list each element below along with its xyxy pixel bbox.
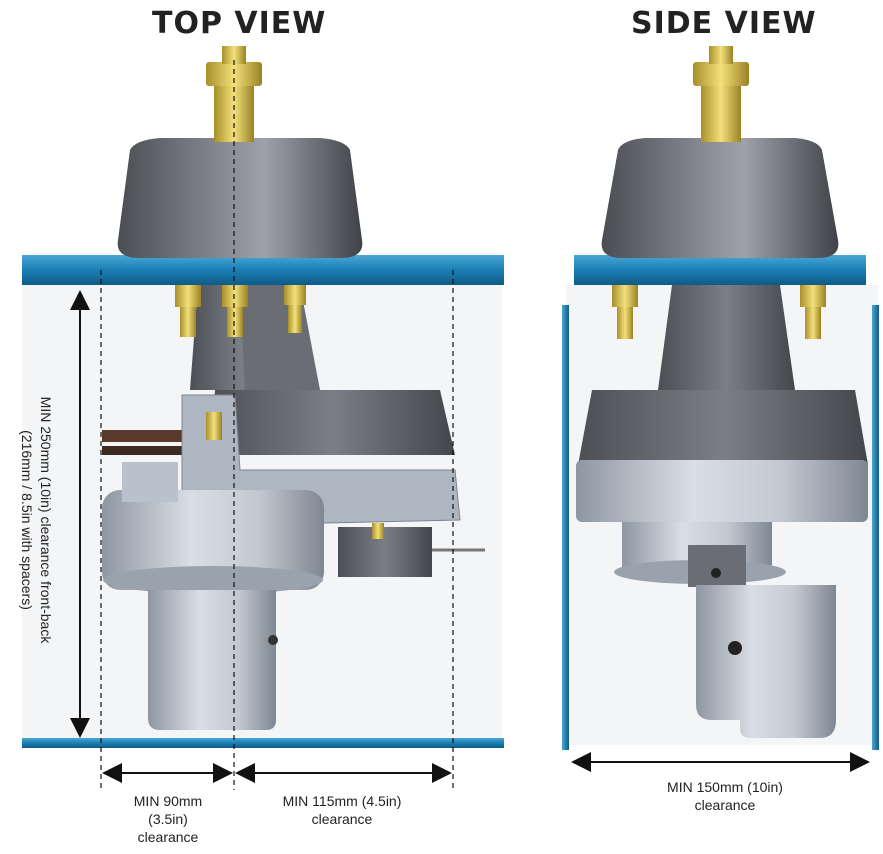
side-shaft-tip [709,46,733,64]
top-view-title: TOP VIEW [152,6,327,41]
side-pump-column [658,285,795,390]
front-back-clearance-label: MIN 250mm (10in) clearance front-back (2… [14,340,58,700]
upper-housing [210,390,455,455]
side-valve-block [688,545,746,587]
shaft-tip [222,46,246,64]
hose [102,446,192,455]
side-mounting-plate [576,460,868,522]
front-back-line-1: MIN 250mm (10in) clearance front-back [38,396,54,644]
pump-flange [103,566,323,594]
pump-body [102,490,324,590]
helm-dome [117,138,363,258]
left-clearance-line-2: (3.5in) [148,811,188,827]
right-clearance-label: MIN 115mm (4.5in) clearance [252,792,432,828]
left-clearance-line-3: clearance [137,829,199,845]
mounting-studs [175,285,384,539]
left-clearance-label: MIN 90mm (3.5in) clearance [108,792,228,846]
side-mounting-studs [612,285,826,339]
bulkhead-bottom [22,738,504,748]
right-clearance-line-1: MIN 115mm (4.5in) [282,793,402,809]
front-back-line-2: (216mm / 8.5in with spacers) [19,430,35,610]
side-upper-housing [578,390,868,465]
valve-port-icon [711,568,721,578]
reservoir [148,590,276,730]
side-clearance-line-1: MIN 150mm (10in) [667,779,783,795]
side-view-drawing [562,46,879,772]
side-shaft-bolt [701,86,741,142]
top-view-drawing [22,46,504,790]
right-clearance-line-2: clearance [311,811,373,827]
drain-plug-icon [268,635,278,645]
side-bulkhead [574,255,866,285]
side-drain-plug-icon [728,641,742,655]
side-clearance-line-2: clearance [694,797,756,813]
hose [102,430,192,442]
side-clearance-label: MIN 150mm (10in) clearance [650,778,800,814]
left-clearance-line-1: MIN 90mm [133,793,203,809]
motor-block [338,527,432,577]
clearance-guides [100,60,454,790]
bulkhead-top [22,255,504,285]
side-shaft-nut [693,62,749,86]
side-wall-left [562,305,569,750]
side-view-title: SIDE VIEW [631,6,817,41]
side-wall-right [872,305,879,750]
pump-neck [122,462,178,502]
side-reservoir [696,585,836,738]
side-helm-dome [601,138,839,258]
